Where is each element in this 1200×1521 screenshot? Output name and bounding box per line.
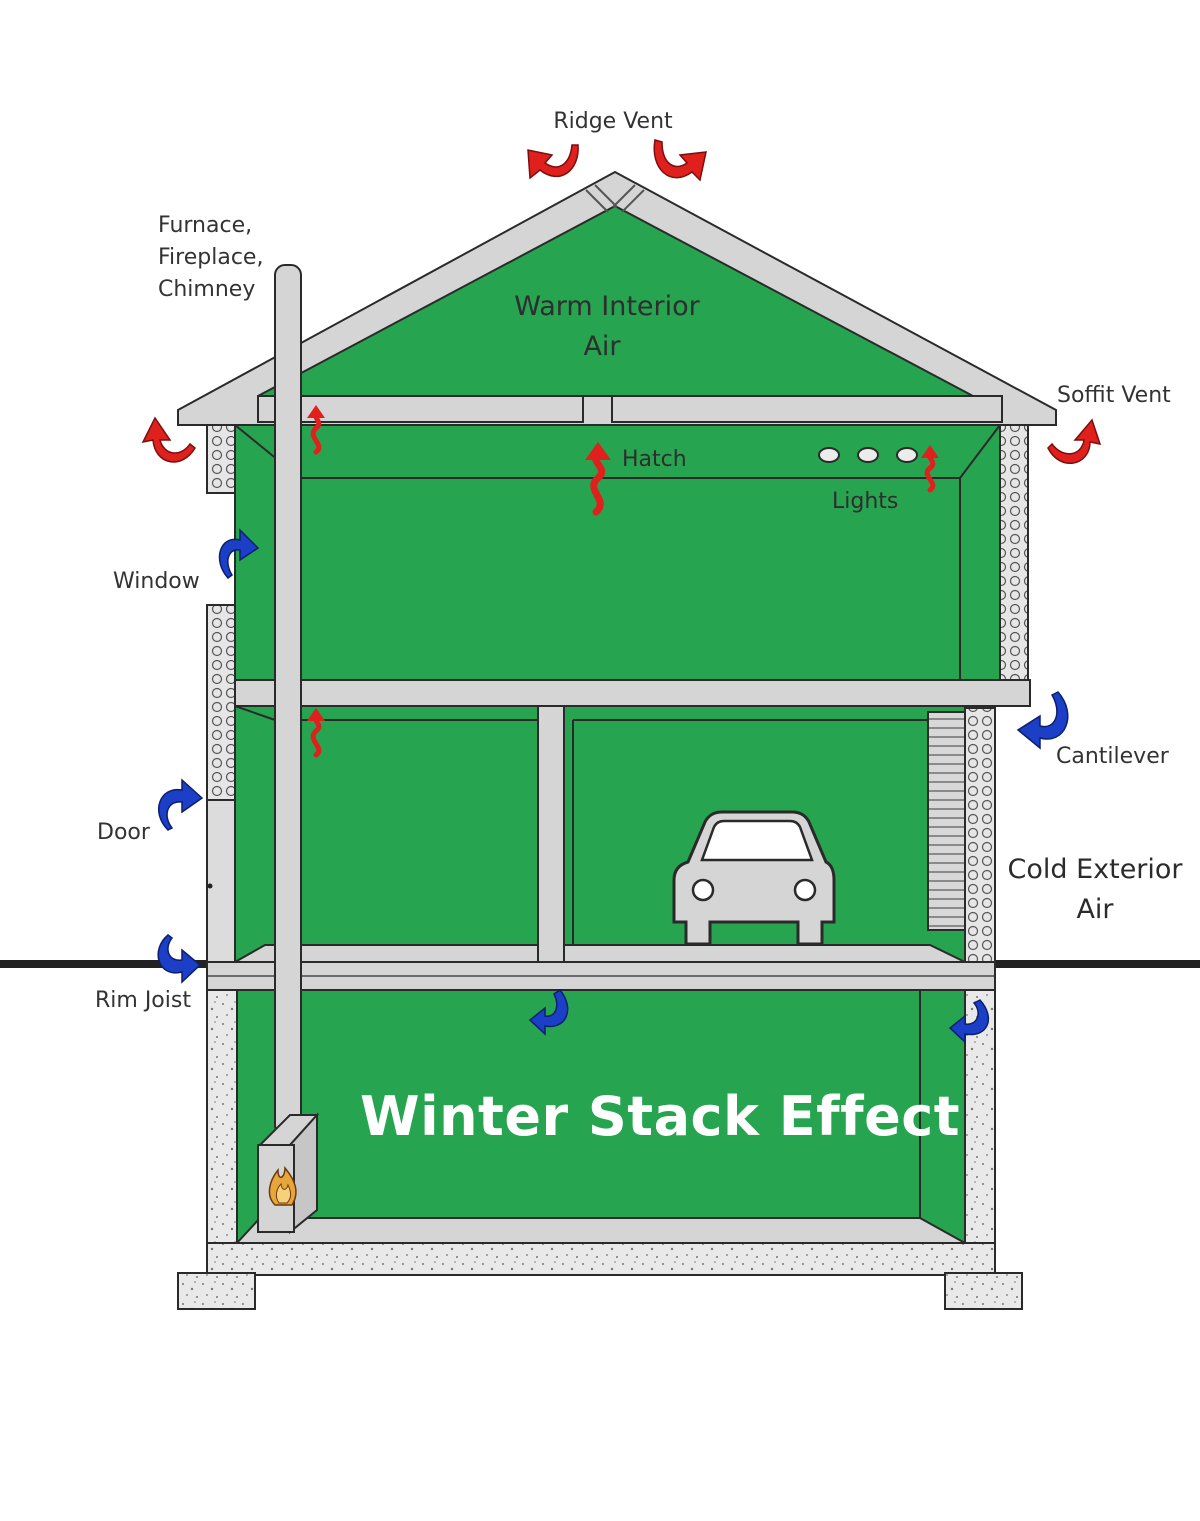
warm-air-arrow-icon: [307, 405, 325, 455]
furnace-label-line3: Chimney: [158, 277, 256, 302]
footing-left: [177, 1272, 256, 1310]
basement-wall-left: [206, 984, 238, 1276]
soffit-vent-label: Soffit Vent: [1057, 383, 1171, 408]
cold-air-arrow-icon: [1016, 691, 1069, 750]
second-floor-interior: [234, 424, 1001, 684]
cold-air-arrow-icon: [157, 778, 204, 831]
wall-left-mid: [206, 604, 236, 801]
warm-air-label-line2: Air: [583, 331, 621, 362]
car-icon: [672, 810, 836, 946]
warm-air-arrow-icon: [527, 144, 579, 180]
hatch-label: Hatch: [622, 447, 687, 472]
ridge-vent-label: Ridge Vent: [553, 109, 673, 134]
second-floor-slab: [234, 679, 1031, 707]
furnace-label-line2: Fireplace,: [158, 245, 264, 270]
cold-air-arrow-icon: [218, 528, 260, 580]
window-label: Window: [113, 569, 200, 594]
cold-air-arrow-icon: [157, 934, 202, 984]
rim-joist-label: Rim Joist: [95, 988, 191, 1013]
light-fixture: [818, 447, 840, 463]
garage-door: [927, 711, 966, 931]
warm-air-arrow-icon: [1047, 418, 1102, 464]
basement-slab: [206, 1242, 996, 1276]
diagram-title: Winter Stack Effect: [360, 1085, 961, 1148]
interior-column: [537, 705, 565, 963]
warm-air-label-line1: Warm Interior: [514, 291, 700, 322]
cantilever-label: Cantilever: [1056, 744, 1169, 769]
cold-air-arrow-icon: [528, 988, 569, 1036]
door-label: Door: [97, 820, 150, 845]
door-panel: [206, 799, 236, 963]
warm-air-arrow-icon: [141, 416, 196, 463]
chimney-flue: [274, 264, 302, 1136]
cold-air-label-line2: Air: [1076, 894, 1114, 925]
cold-air-label-line1: Cold Exterior: [1007, 854, 1183, 885]
flame-icon: [268, 1165, 297, 1206]
ceiling-joist-left: [257, 395, 584, 423]
wall-right-lower: [964, 707, 996, 964]
warm-air-arrow-icon: [307, 708, 325, 758]
light-fixture: [896, 447, 918, 463]
furnace: [257, 1112, 320, 1235]
warm-air-arrow-icon: [653, 139, 707, 182]
ceiling-joist-right: [611, 395, 1003, 423]
furnace-label-line1: Furnace,: [158, 213, 253, 238]
warm-air-arrow-icon: [921, 445, 939, 493]
footing-right: [944, 1272, 1023, 1310]
wall-right-upper: [999, 424, 1029, 681]
light-fixture: [857, 447, 879, 463]
lights-label: Lights: [832, 489, 899, 514]
warm-air-arrow-icon: [585, 442, 611, 516]
cold-air-arrow-icon: [948, 999, 990, 1044]
wall-left-upper: [206, 424, 236, 494]
first-floor-interior: [234, 705, 966, 963]
